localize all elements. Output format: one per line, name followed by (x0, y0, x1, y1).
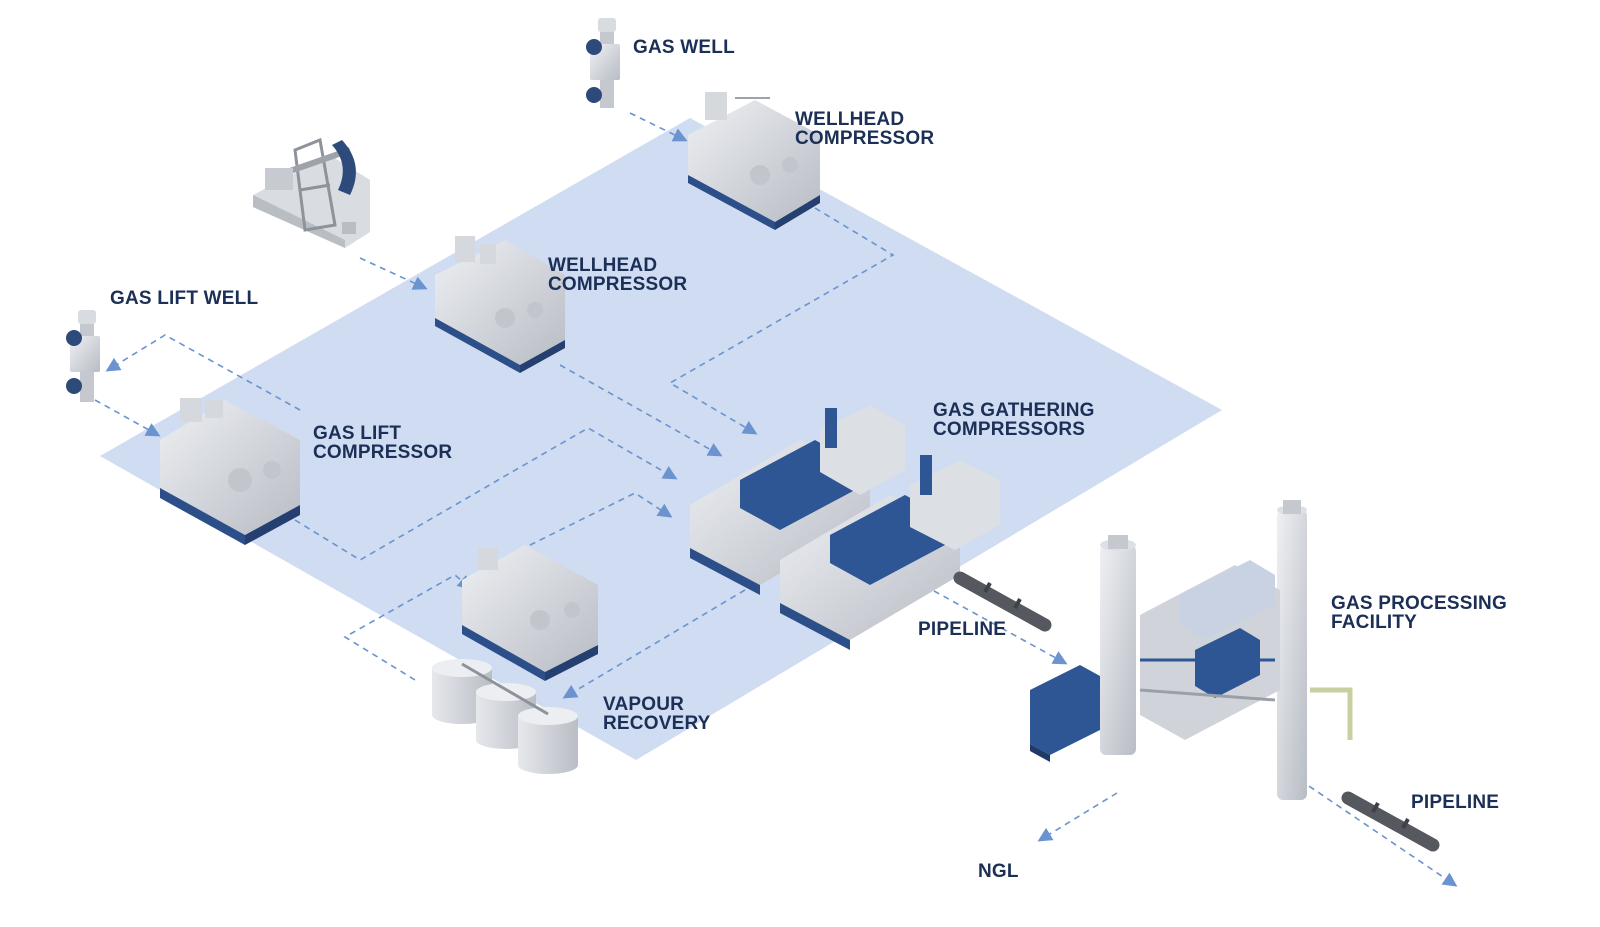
pipeline-mid-icon (953, 571, 1052, 632)
label-pipeline-right: PIPELINE (1411, 792, 1500, 813)
gas-lift-compressor-icon (160, 398, 300, 545)
vapour-recovery-compressor-icon (462, 545, 598, 681)
label-wellhead-compressor-top: WELLHEAD COMPRESSOR (795, 109, 935, 149)
gas-gathering-compressors-icon (690, 405, 1000, 650)
wellhead-compressor-middle-icon (435, 236, 565, 373)
label-gas-well: GAS WELL (633, 37, 735, 58)
storage-tanks-icon (432, 659, 578, 774)
label-pipeline-mid: PIPELINE (918, 619, 1007, 640)
gas-well-valve-icon (586, 18, 620, 108)
label-gas-gathering-compressors: GAS GATHERING COMPRESSORS (933, 400, 1095, 440)
gas-lift-well-valve-icon (66, 310, 100, 402)
label-wellhead-compressor-middle: WELLHEAD COMPRESSOR (548, 255, 688, 295)
pumpjack-icon (253, 137, 370, 248)
label-vapour-recovery: VAPOUR RECOVERY (603, 694, 711, 734)
gas-processing-facility-icon (1030, 500, 1353, 800)
wellhead-compressor-top-icon (688, 92, 820, 230)
label-ngl: NGL (978, 861, 1019, 882)
flow-lines (94, 112, 1458, 887)
field-platform (100, 118, 1222, 760)
label-gas-lift-well: GAS LIFT WELL (110, 288, 259, 309)
label-gas-processing-facility: GAS PROCESSING FACILITY (1331, 593, 1507, 633)
label-gas-lift-compressor: GAS LIFT COMPRESSOR (313, 423, 453, 463)
pipeline-right-icon (1341, 791, 1440, 852)
